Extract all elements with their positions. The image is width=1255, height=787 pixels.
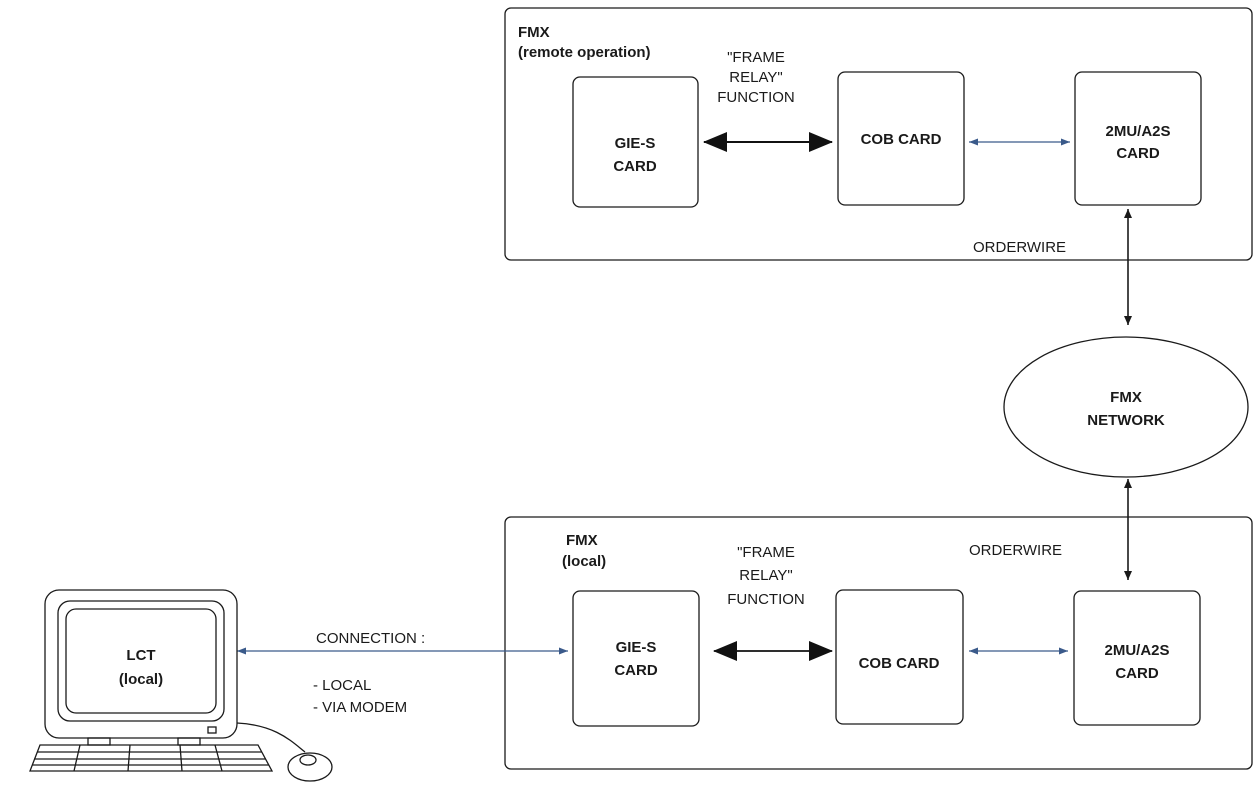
remote-gie-card [572, 76, 699, 208]
connection-option-local: - LOCAL [313, 677, 371, 694]
network-label2: NETWORK [1087, 412, 1165, 429]
lct-keyboard [29, 744, 274, 772]
connection-option-modem: - VIA MODEM [313, 699, 407, 716]
local-fmx-subtitle: (local) [562, 553, 606, 570]
remote-fmx-title: FMX [518, 24, 550, 41]
local-mu-card-label2: CARD [1115, 665, 1158, 682]
lct-label1: LCT [126, 647, 155, 664]
local-gie-card-label2: CARD [614, 662, 657, 679]
remote-frame-relay-line3: FUNCTION [717, 89, 795, 106]
lct-label2: (local) [119, 671, 163, 688]
local-gie-card-label1: GIE-S [616, 639, 657, 656]
local-frame-relay-line1: "FRAME [737, 544, 795, 561]
remote-fmx-subtitle: (remote operation) [518, 44, 651, 61]
lct-mouse [287, 752, 333, 782]
remote-orderwire-label: ORDERWIRE [973, 239, 1066, 256]
remote-gie-card-label1: GIE-S [615, 135, 656, 152]
lct-computer [29, 589, 333, 782]
local-gie-card [572, 590, 700, 727]
local-orderwire-label: ORDERWIRE [969, 542, 1062, 559]
local-fmx-title: FMX [566, 532, 598, 549]
network-label1: FMX [1110, 389, 1142, 406]
local-mu-card [1073, 590, 1201, 726]
fmx-network-ellipse [1003, 336, 1249, 478]
remote-gie-card-label2: CARD [613, 158, 656, 175]
local-cob-card [835, 589, 964, 725]
local-mu-card-label1: 2MU/A2S [1104, 642, 1169, 659]
lct-screen [65, 608, 217, 714]
remote-frame-relay-line2: RELAY" [729, 69, 782, 86]
lct-monitor [44, 589, 238, 739]
remote-mu-card-label1: 2MU/A2S [1105, 123, 1170, 140]
local-fmx-box [504, 516, 1253, 770]
local-frame-relay-line2: RELAY" [739, 567, 792, 584]
local-frame-relay-line3: FUNCTION [727, 591, 805, 608]
local-cob-card-label: COB CARD [859, 655, 940, 672]
connection-label: CONNECTION : [316, 630, 425, 647]
remote-cob-card [837, 71, 965, 206]
remote-fmx-box [504, 7, 1253, 261]
remote-frame-relay-line1: "FRAME [727, 49, 785, 66]
remote-cob-card-label: COB CARD [861, 131, 942, 148]
remote-mu-card [1074, 71, 1202, 206]
remote-mu-card-label2: CARD [1116, 145, 1159, 162]
